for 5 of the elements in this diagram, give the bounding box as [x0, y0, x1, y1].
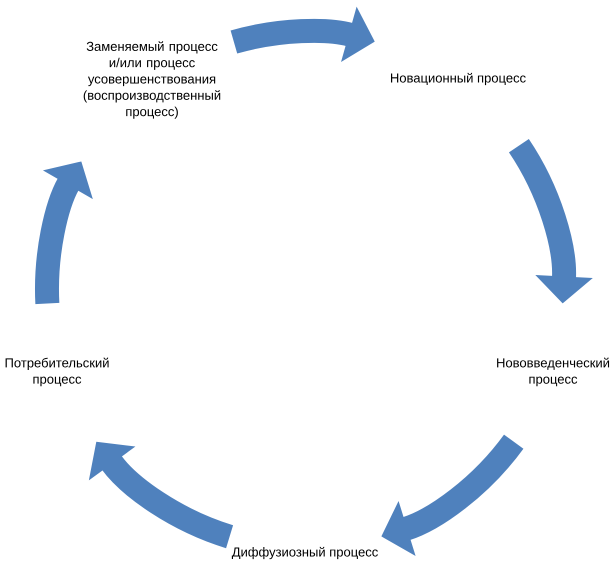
stage-label: Потребительский процесс	[6, 358, 109, 386]
stage-label: Нововведенческий процесс	[497, 358, 610, 386]
stage-label: Новационный процесс	[391, 72, 526, 86]
stage-label: Заменяемый процесс и/или процесс усовершенствования (воспроизводственный процесс)	[84, 41, 220, 119]
stage-label: Диффузиозный процесс	[232, 546, 378, 560]
